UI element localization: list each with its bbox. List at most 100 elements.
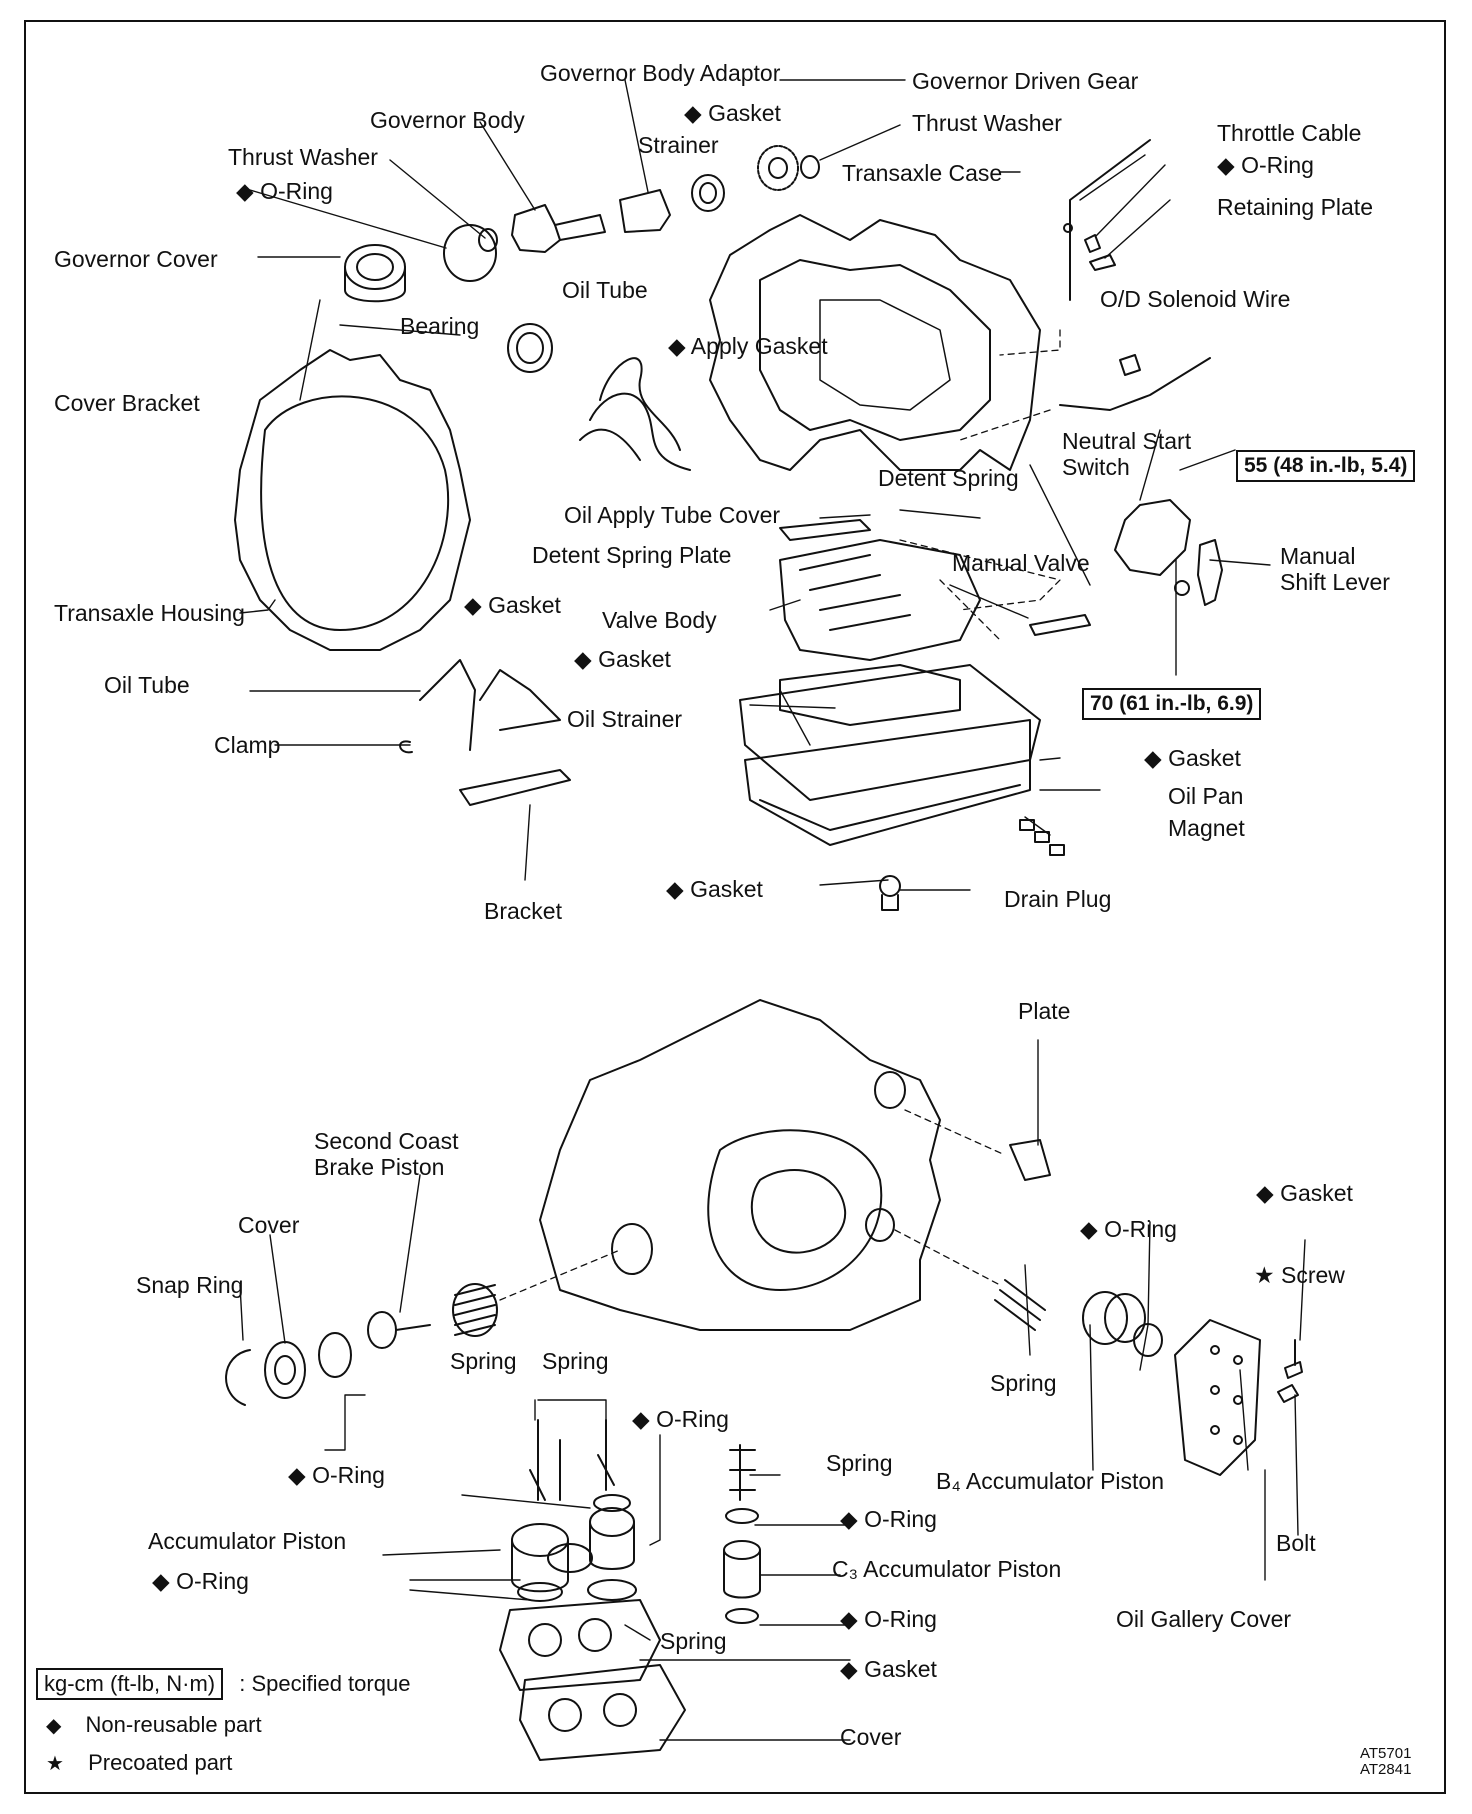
transaxle-case-bottom-drawing — [539, 999, 941, 1331]
label-cover-piston: Cover — [238, 1212, 300, 1238]
figure-code-line-2: AT2841 — [1360, 1761, 1412, 1778]
governor-driven-gear-drawing — [757, 145, 799, 191]
label-thrust-washer-right: Thrust Washer — [912, 110, 1062, 136]
bearing-drawing — [507, 323, 553, 373]
oil-tube-lower-drawing — [419, 659, 561, 751]
c3-accumulator-piston-drawing — [723, 1540, 761, 1560]
label-gasket-strainer: ◆ Gasket — [574, 646, 671, 672]
label-cover-accum: Cover — [840, 1724, 902, 1750]
label-oring-c3-top: ◆ O-Ring — [840, 1506, 937, 1532]
valve-body-drawing — [779, 539, 981, 661]
label-governor-driven-gear: Governor Driven Gear — [912, 68, 1139, 94]
label-strainer: Strainer — [638, 132, 719, 158]
legend-torque: kg-cm (ft-lb, N·m) : Specified torque — [36, 1668, 410, 1700]
oil-strainer-drawing — [779, 664, 961, 726]
label-gasket-accum: ◆ Gasket — [840, 1656, 937, 1682]
label-oring-b4: ◆ O-Ring — [1080, 1216, 1177, 1242]
label-bracket: Bracket — [484, 898, 562, 924]
label-apply-gasket: ◆ Apply Gasket — [668, 333, 828, 359]
label-detent-spring-plate: Detent Spring Plate — [532, 542, 732, 568]
label-plate: Plate — [1018, 998, 1071, 1024]
transaxle-case-drawing — [709, 214, 1041, 471]
spring-c3-drawing — [729, 1444, 756, 1501]
diamond-icon: ◆ — [46, 1715, 62, 1737]
label-spring-c3: Spring — [826, 1450, 893, 1476]
label-oil-gallery-cover: Oil Gallery Cover — [1116, 1606, 1292, 1632]
drain-plug-drawing — [879, 875, 901, 897]
label-oring-accum-left: ◆ O-Ring — [152, 1568, 249, 1594]
label-cover-bracket: Cover Bracket — [54, 390, 200, 416]
label-torque-55: 55 (48 in.-lb, 5.4) — [1236, 450, 1416, 482]
label-magnet: Magnet — [1168, 815, 1245, 841]
label-detent-spring: Detent Spring — [878, 465, 1019, 491]
label-bearing: Bearing — [400, 313, 480, 339]
plate-drawing — [1009, 1139, 1051, 1181]
bracket-drawing — [459, 769, 571, 806]
label-transaxle-case: Transaxle Case — [842, 160, 1003, 186]
label-manual-shift-lever: Manual Shift Lever — [1280, 543, 1390, 595]
oil-pan-drawing — [744, 719, 1031, 846]
label-governor-body: Governor Body — [370, 107, 525, 133]
label-oil-apply-tube-cover: Oil Apply Tube Cover — [564, 502, 781, 528]
diagram-frame — [24, 20, 1446, 1794]
throttle-cable-drawing — [1069, 139, 1151, 301]
b4-accumulator-piston-drawing — [1082, 1291, 1128, 1345]
label-oil-tube-lower: Oil Tube — [104, 672, 190, 698]
governor-oring-drawing — [443, 224, 497, 282]
label-oring-brake: ◆ O-Ring — [288, 1462, 385, 1488]
legend-torque-box: kg-cm (ft-lb, N·m) — [36, 1668, 224, 1700]
label-oil-tube-top: Oil Tube — [562, 277, 648, 303]
label-gasket-top: ◆ Gasket — [684, 100, 781, 126]
label-gasket-pan: ◆ Gasket — [1144, 745, 1241, 771]
legend-non-reusable-text: Non-reusable part — [85, 1712, 262, 1737]
second-coast-brake-piston-drawing — [367, 1311, 397, 1349]
label-oil-strainer: Oil Strainer — [567, 706, 683, 732]
label-torque-70: 70 (61 in.-lb, 6.9) — [1082, 688, 1262, 720]
label-governor-cover: Governor Cover — [54, 246, 218, 272]
spring-b4-drawing — [994, 1279, 1046, 1331]
legend-precoated-text: Precoated part — [88, 1750, 233, 1775]
governor-body-adaptor-drawing — [619, 189, 671, 233]
snap-ring-drawing — [225, 1349, 251, 1406]
label-od-solenoid-wire: O/D Solenoid Wire — [1100, 286, 1291, 312]
figure-code-line-1: AT5701 — [1360, 1745, 1412, 1762]
label-valve-body: Valve Body — [602, 607, 717, 633]
accumulator-cover-drawing — [519, 1664, 686, 1761]
figure-code: AT5701 AT2841 — [1360, 1746, 1411, 1778]
label-spring-b4: Spring — [990, 1370, 1057, 1396]
transaxle-housing-drawing — [234, 349, 471, 651]
label-oring-throttle: ◆ O-Ring — [1217, 152, 1314, 178]
spring-brake-drawing — [454, 1284, 496, 1336]
label-retaining-plate: Retaining Plate — [1217, 194, 1373, 220]
label-neutral-start-switch: Neutral Start Switch — [1062, 428, 1192, 480]
label-c3-accumulator-piston: C₃ Accumulator Piston — [832, 1556, 1062, 1582]
legend-precoated: ★ Precoated part — [46, 1750, 232, 1776]
label-drain-plug: Drain Plug — [1004, 886, 1112, 912]
label-governor-body-adaptor: Governor Body Adaptor — [540, 60, 781, 86]
label-spring-brake: Spring — [450, 1348, 517, 1374]
label-accumulator-piston: Accumulator Piston — [148, 1528, 347, 1554]
label-b4-accumulator-piston: B₄ Accumulator Piston — [936, 1468, 1164, 1494]
label-screw: ★ Screw — [1254, 1262, 1345, 1288]
legend-torque-text: : Specified torque — [239, 1671, 411, 1696]
label-gasket-drain: ◆ Gasket — [666, 876, 763, 902]
label-thrust-washer-left: Thrust Washer — [228, 144, 378, 170]
label-manual-valve: Manual Valve — [952, 550, 1090, 576]
cover-piston-drawing — [264, 1341, 306, 1399]
label-throttle-cable: Throttle Cable — [1217, 120, 1362, 146]
label-transaxle-housing: Transaxle Housing — [54, 600, 245, 626]
label-second-coast-brake-piston: Second Coast Brake Piston — [314, 1128, 459, 1180]
label-spring-accum-top: Spring — [542, 1348, 609, 1374]
label-oil-pan: Oil Pan — [1168, 783, 1244, 809]
neutral-start-switch-drawing — [1114, 499, 1191, 576]
label-oring-accum-top: ◆ O-Ring — [632, 1406, 729, 1432]
label-oring-c3-bottom: ◆ O-Ring — [840, 1606, 937, 1632]
label-oring-governor: ◆ O-Ring — [236, 178, 333, 204]
label-clamp: Clamp — [214, 732, 281, 758]
oil-pan-gasket-drawing — [739, 664, 1041, 801]
label-gasket-gallery: ◆ Gasket — [1256, 1180, 1353, 1206]
label-spring-accum-bottom: Spring — [660, 1628, 727, 1654]
governor-cover-drawing — [344, 244, 406, 290]
oil-tube-top-drawing — [579, 357, 691, 471]
